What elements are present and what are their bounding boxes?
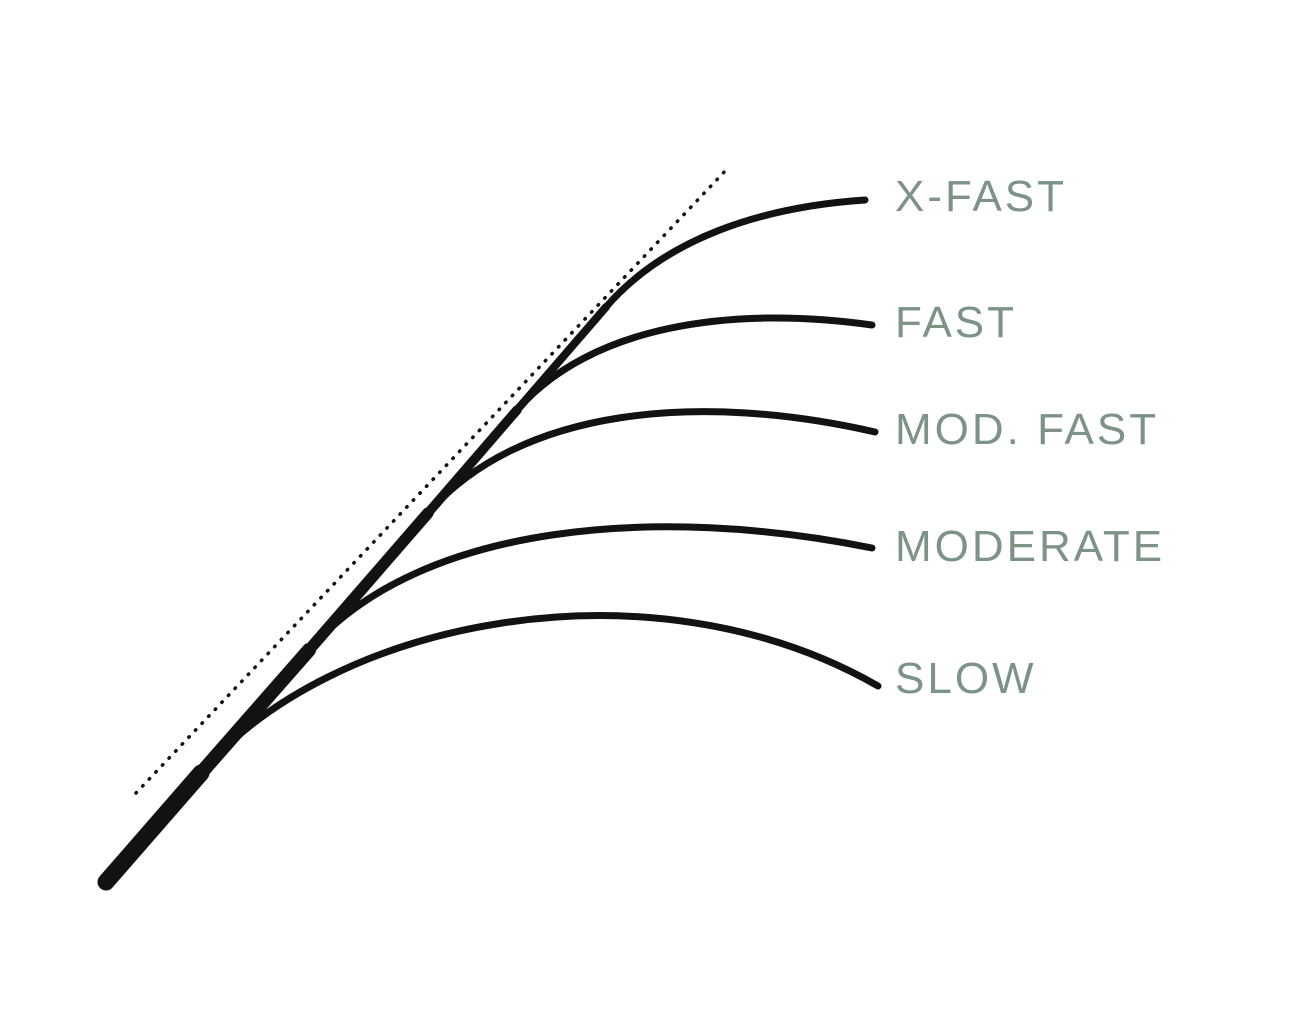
dotted-reference-line bbox=[134, 167, 729, 795]
action-label-mod-fast: MOD. FAST bbox=[895, 405, 1160, 454]
action-label-x-fast: X-FAST bbox=[895, 172, 1068, 221]
rod-curve-mod-fast bbox=[102, 408, 879, 886]
action-label-fast: FAST bbox=[895, 298, 1018, 347]
rod-trunk-segment-2 bbox=[303, 507, 434, 656]
rod-trunk-segment-3 bbox=[423, 405, 522, 518]
rod-curve-fast bbox=[102, 314, 876, 886]
rod-trunk-segment-1 bbox=[194, 643, 316, 780]
rod-trunk-segment-4 bbox=[513, 303, 610, 414]
rod-curve-x-fast bbox=[102, 196, 869, 886]
rod-trunk-segment-0 bbox=[97, 764, 210, 891]
action-label-slow: SLOW bbox=[895, 654, 1037, 703]
action-label-moderate: MODERATE bbox=[895, 522, 1166, 571]
rod-curve-moderate bbox=[102, 523, 876, 886]
